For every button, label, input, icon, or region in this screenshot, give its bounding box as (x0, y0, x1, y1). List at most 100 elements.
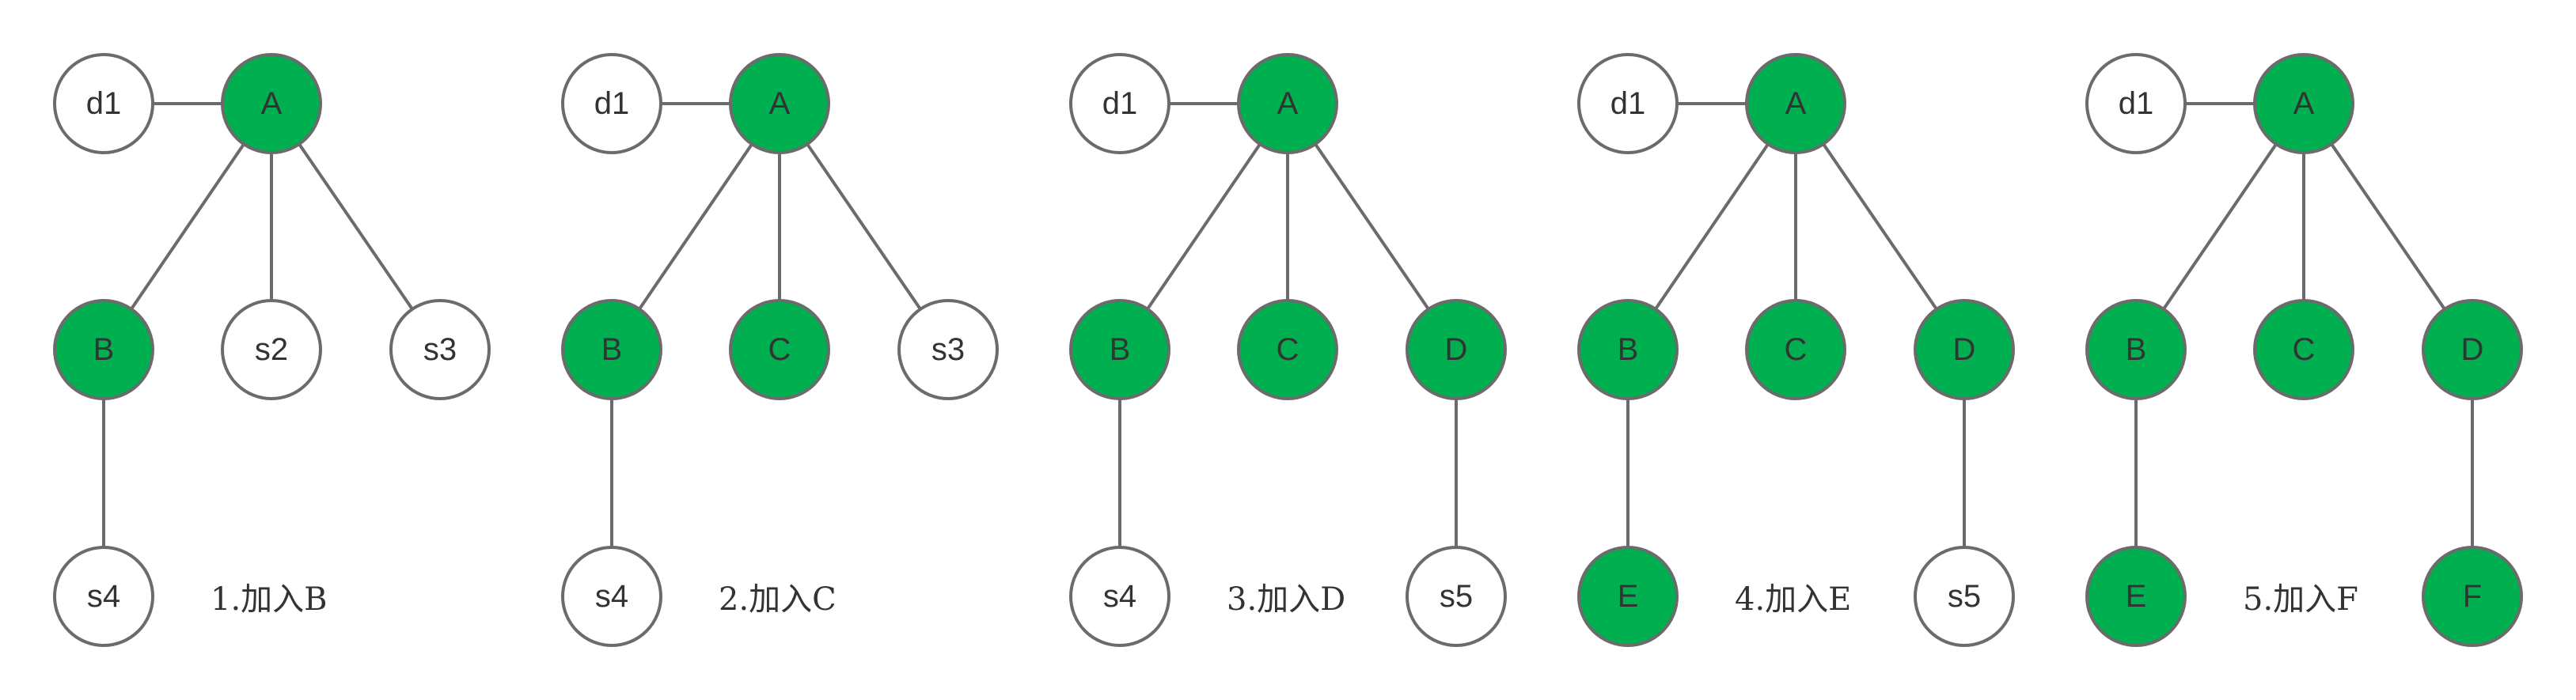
node-circle (1069, 546, 1170, 647)
node-E: E (2085, 546, 2187, 647)
node-A: A (221, 53, 322, 154)
node-A: A (2253, 53, 2354, 154)
node-B: B (2085, 299, 2187, 400)
node-circle (1577, 53, 1679, 154)
node-label: A (261, 86, 283, 121)
node-circle (897, 299, 999, 400)
node-label: C (2293, 332, 2316, 367)
node-A: A (1745, 53, 1846, 154)
node-label: B (601, 332, 623, 367)
node-label: D (1953, 332, 1976, 367)
node-circle (1237, 53, 1338, 154)
panel-caption: 3.加入D (1227, 581, 1345, 618)
panel-3: d1 A B C Ds4 s5 3.加入D (1069, 53, 1507, 647)
node-label: B (1618, 332, 1639, 367)
panel-caption: 2.加入C (719, 581, 837, 618)
node-C: C (1745, 299, 1846, 400)
node-circle (1406, 546, 1507, 647)
node-label: A (769, 86, 791, 121)
node-circle (389, 299, 491, 400)
node-circle (1914, 299, 2015, 400)
node-D: D (2422, 299, 2523, 400)
node-label: d1 (86, 86, 122, 121)
node-label: s3 (931, 332, 965, 367)
node-circle (2422, 299, 2523, 400)
node-circle (221, 53, 322, 154)
node-circle (1406, 299, 1507, 400)
node-label: d1 (1102, 86, 1138, 121)
node-circle (1914, 546, 2015, 647)
panel-caption: 5.加入F (2243, 581, 2358, 618)
node-circle (729, 299, 830, 400)
node-C: C (2253, 299, 2354, 400)
node-label: C (1785, 332, 1808, 367)
node-circle (1069, 299, 1170, 400)
node-B: B (561, 299, 662, 400)
node-label: s2 (255, 332, 288, 367)
node-s4: s4 (561, 546, 662, 647)
node-B: B (53, 299, 154, 400)
node-label: d1 (594, 86, 630, 121)
node-B: B (1577, 299, 1679, 400)
node-label: D (2461, 332, 2484, 367)
panel-5: d1 A B C D E F 5.加入F (2085, 53, 2523, 647)
node-A: A (1237, 53, 1338, 154)
node-s4: s4 (53, 546, 154, 647)
node-circle (2085, 53, 2187, 154)
node-circle (1745, 53, 1846, 154)
node-circle (1237, 299, 1338, 400)
node-s3: s3 (389, 299, 491, 400)
node-circle (1577, 546, 1679, 647)
node-circle (53, 546, 154, 647)
node-circle (53, 53, 154, 154)
node-E: E (1577, 546, 1679, 647)
node-circle (2422, 546, 2523, 647)
node-circle (729, 53, 830, 154)
node-circle (2253, 299, 2354, 400)
node-F: F (2422, 546, 2523, 647)
node-label: s4 (87, 579, 120, 614)
node-label: E (2126, 579, 2147, 614)
node-d1: d1 (561, 53, 662, 154)
node-d1: d1 (53, 53, 154, 154)
node-label: s5 (1948, 579, 1981, 614)
node-circle (561, 53, 662, 154)
node-label: A (1277, 86, 1299, 121)
node-label: A (1785, 86, 1807, 121)
node-label: s4 (1103, 579, 1136, 614)
node-C: C (1237, 299, 1338, 400)
node-A: A (729, 53, 830, 154)
node-s3: s3 (897, 299, 999, 400)
panel-caption: 1.加入B (211, 581, 328, 618)
node-circle (561, 299, 662, 400)
panel-caption: 4.加入E (1735, 581, 1851, 618)
node-label: F (2463, 579, 2482, 614)
node-circle (561, 546, 662, 647)
node-label: s5 (1440, 579, 1473, 614)
node-label: E (1618, 579, 1639, 614)
node-s5: s5 (1914, 546, 2015, 647)
node-circle (53, 299, 154, 400)
node-circle (1577, 299, 1679, 400)
node-label: d1 (2119, 86, 2154, 121)
node-label: B (2126, 332, 2147, 367)
node-D: D (1914, 299, 2015, 400)
node-label: s3 (423, 332, 457, 367)
node-s2: s2 (221, 299, 322, 400)
node-d1: d1 (2085, 53, 2187, 154)
node-label: B (93, 332, 115, 367)
node-circle (2253, 53, 2354, 154)
node-label: d1 (1610, 86, 1646, 121)
node-d1: d1 (1577, 53, 1679, 154)
node-circle (2085, 546, 2187, 647)
node-label: B (1110, 332, 1131, 367)
node-label: D (1445, 332, 1468, 367)
node-circle (1069, 53, 1170, 154)
node-circle (1745, 299, 1846, 400)
node-label: C (1277, 332, 1299, 367)
